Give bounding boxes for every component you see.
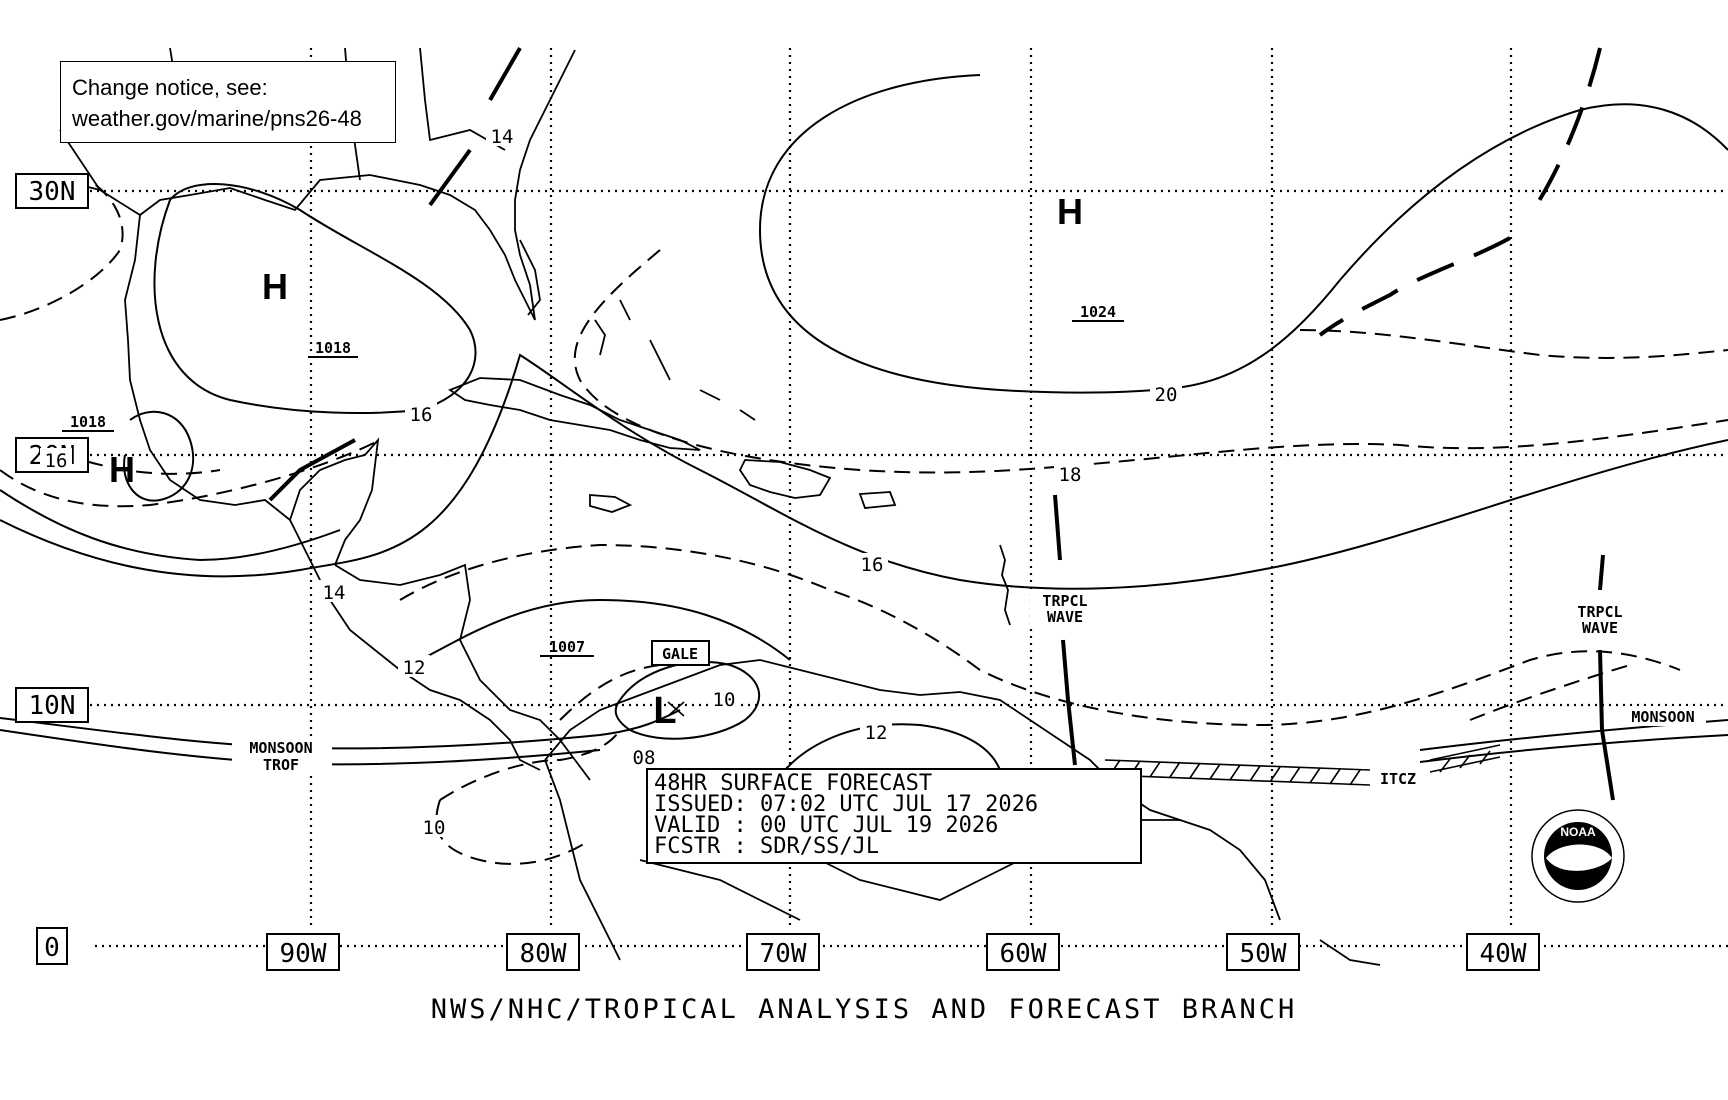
lon-40w-label: 40W — [1480, 939, 1527, 969]
gulf-high-pressure: 1018 — [315, 339, 351, 357]
gulf-high-center: H — [262, 266, 288, 307]
isobars-solid — [0, 74, 1728, 791]
change-notice-box: Change notice, see: weather.gov/marine/p… — [60, 61, 396, 143]
forecast-issued: ISSUED: 07:02 UTC JUL 17 2026 — [654, 792, 1039, 817]
change-notice-line1: Change notice, see: — [72, 75, 268, 100]
isobar-label-10a: 10 — [713, 689, 736, 711]
mexico-high-center: H — [109, 449, 135, 490]
trpcl-wave-1-line1: TRPCL — [1042, 592, 1087, 610]
lat-10n-label: 10N — [29, 691, 76, 721]
lon-70w-label: 70W — [760, 939, 807, 969]
troughs-bold — [268, 47, 1615, 801]
trpcl-wave-2-line2: WAVE — [1582, 619, 1618, 637]
monsoon-east-label: MONSOON — [1631, 708, 1694, 726]
lon-50w-label: 50W — [1240, 939, 1287, 969]
mexico-high-pressure: 1018 — [70, 413, 106, 431]
carib-low-pressure: 1007 — [549, 638, 585, 656]
forecast-title: 48HR SURFACE FORECAST — [654, 771, 933, 796]
isobar-label-08: 08 — [633, 747, 656, 769]
isobar-label-16c: 16 — [861, 554, 884, 576]
forecast-forecasters: FCSTR : SDR/SS/JL — [654, 834, 880, 859]
itcz-band — [1104, 744, 1501, 786]
isobar-label-20: 20 — [1155, 384, 1178, 406]
carib-low-center: L — [653, 690, 676, 732]
isobar-label-10b: 10 — [423, 817, 446, 839]
isobar-label-12b: 12 — [865, 722, 888, 744]
trough-dashed-bold — [1318, 47, 1602, 337]
trpcl-wave-1-line2: WAVE — [1047, 608, 1083, 626]
atlantic-high-pressure: 1024 — [1080, 303, 1116, 321]
noaa-logo-text: NOAA — [1560, 825, 1596, 839]
forecast-valid: VALID : 00 UTC JUL 19 2026 — [654, 813, 999, 838]
lat-eq-label: 0 — [44, 933, 60, 963]
isobar-label-16b: 16 — [45, 450, 68, 472]
lat-30n-label: 30N — [29, 177, 76, 207]
isobar-label-16a: 16 — [410, 404, 433, 426]
gale-label: GALE — [662, 645, 698, 663]
low-center-cross — [667, 701, 685, 717]
isobar-label-18: 18 — [1059, 464, 1082, 486]
grid-label-boxes — [15, 173, 1540, 971]
lon-80w-label: 80W — [520, 939, 567, 969]
monsoon-trof-line1: MONSOON — [249, 739, 312, 757]
change-notice-link[interactable]: weather.gov/marine/pns26-48 — [72, 106, 362, 131]
meridian-grid — [309, 48, 1513, 930]
monsoon-trof-line2: TROF — [263, 756, 299, 774]
itcz-label: ITCZ — [1380, 770, 1416, 788]
pressure-values: 1018 1018 1024 1007 — [62, 303, 1124, 657]
feature-labels: GALE TRPCL WAVE TRPCL WAVE MONSOON TROF … — [232, 591, 1706, 788]
isobar-label-12a: 12 — [403, 657, 426, 679]
isobar-labels: 14 16 16 14 12 10 08 12 10 16 18 20 — [40, 124, 1182, 839]
isobar-label-14b: 14 — [323, 582, 346, 604]
isobar-label-14a: 14 — [491, 126, 514, 148]
footer-branch-label: NWS/NHC/TROPICAL ANALYSIS AND FORECAST B… — [430, 994, 1298, 1025]
noaa-logo: NOAA — [1531, 809, 1625, 903]
lon-60w-label: 60W — [1000, 939, 1047, 969]
lon-90w-label: 90W — [280, 939, 327, 969]
trpcl-wave-2-line1: TRPCL — [1577, 603, 1622, 621]
atlantic-high-center: H — [1057, 191, 1083, 232]
